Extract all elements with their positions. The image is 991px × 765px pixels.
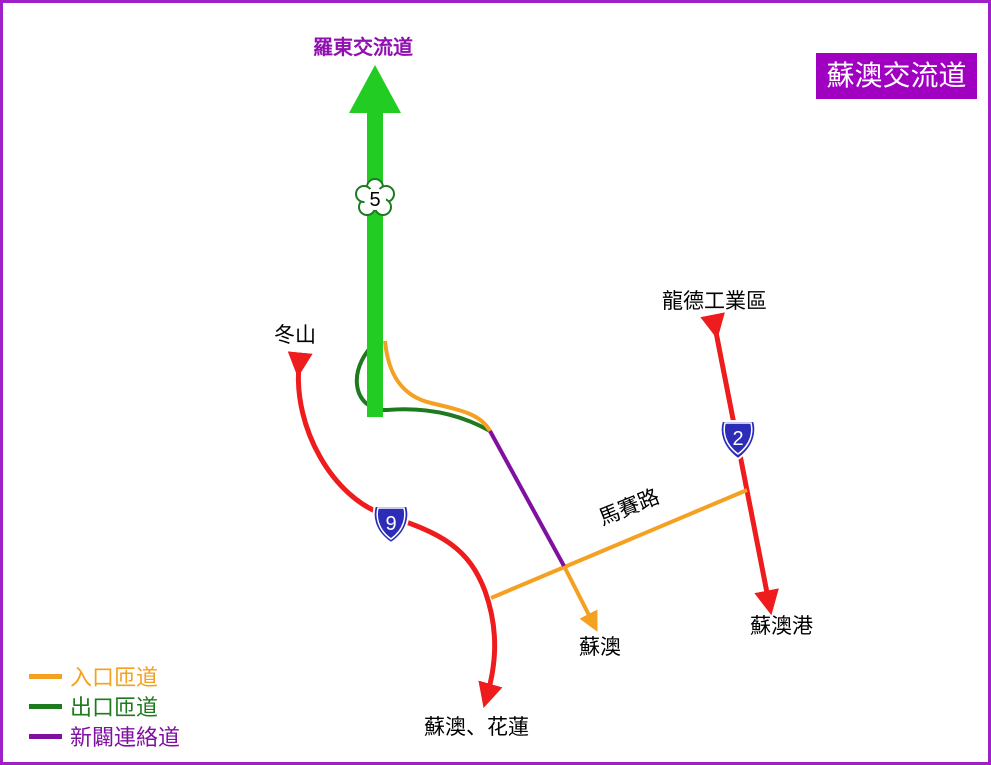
provincial-highway-shield-icon: 9 <box>372 505 410 545</box>
legend-label: 出口匝道 <box>70 696 159 721</box>
legend-swatch-exit <box>29 703 62 709</box>
plum-blossom-shield-icon: 5 <box>355 178 395 216</box>
freeway-north-destination: 羅東交流道 <box>313 35 413 59</box>
new-connector-road <box>488 430 566 567</box>
provincial-highway-shield-icon: 2 <box>719 420 757 461</box>
legend-item-exit: 出口匝道 <box>29 691 180 721</box>
exit-ramp <box>355 336 491 433</box>
destination-longde: 龍德工業區 <box>662 289 767 313</box>
legend-swatch-entrance <box>29 673 62 679</box>
legend-item-entrance: 入口匝道 <box>29 661 180 691</box>
legend-swatch-connector <box>29 733 62 739</box>
route-9-road <box>287 351 503 709</box>
route-2-shield-number: 2 <box>732 428 743 450</box>
destination-suao: 蘇澳 <box>579 635 621 659</box>
route-9-shield-number: 9 <box>385 513 396 535</box>
legend: 入口匝道 出口匝道 新闢連絡道 <box>29 661 180 751</box>
legend-item-connector: 新闢連絡道 <box>29 721 180 751</box>
destination-suao-hualien: 蘇澳、花蓮 <box>424 715 529 739</box>
entrance-ramp <box>383 340 492 433</box>
page-title: 蘇澳交流道 <box>816 53 977 99</box>
freeway-north-arrow <box>349 65 401 113</box>
masai-road <box>490 488 748 600</box>
destination-dongshan: 冬山 <box>274 323 316 347</box>
suao-road <box>562 565 598 632</box>
road-map: 5 9 2 <box>287 65 779 709</box>
route-2-road <box>700 312 779 616</box>
legend-label: 新闢連絡道 <box>70 726 181 751</box>
legend-label: 入口匝道 <box>70 666 159 691</box>
freeway-shield-number: 5 <box>369 189 380 211</box>
freeway-5-road <box>367 111 383 417</box>
destination-suao-port: 蘇澳港 <box>750 614 813 638</box>
